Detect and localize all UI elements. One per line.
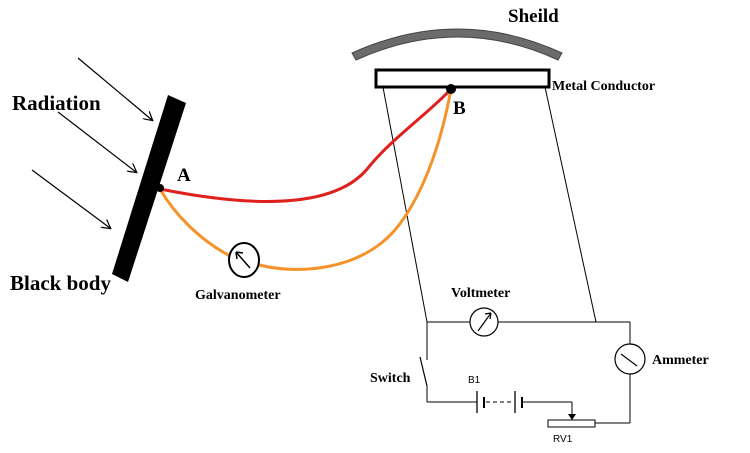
black-body-label: Black body bbox=[10, 271, 111, 295]
rheostat-wiper-head bbox=[568, 414, 576, 420]
galvanometer-needle-head bbox=[235, 251, 244, 260]
junction-a-dot bbox=[156, 184, 164, 192]
voltmeter bbox=[469, 307, 499, 337]
galvanometer-needle bbox=[235, 251, 251, 269]
ammeter-body bbox=[614, 343, 646, 375]
junction-b-dot bbox=[446, 84, 456, 94]
red-thermocouple-wire bbox=[159, 87, 453, 203]
galvanometer-label: Galvanometer bbox=[195, 288, 281, 303]
galvanometer-body bbox=[228, 242, 260, 278]
point-a-label: A bbox=[177, 165, 191, 186]
point-b-label: B bbox=[453, 98, 466, 119]
shield-label: Sheild bbox=[508, 6, 559, 27]
battery-b1 bbox=[476, 391, 523, 413]
voltmeter-needle bbox=[477, 312, 492, 332]
switch-label: Switch bbox=[370, 371, 411, 386]
right-hanging-wire bbox=[544, 86, 597, 323]
voltmeter-label: Voltmeter bbox=[451, 286, 510, 301]
ammeter-needle bbox=[620, 353, 638, 367]
rheostat-label: RV1 bbox=[553, 434, 573, 445]
radiation-arrow-3 bbox=[31, 169, 110, 228]
orange-wire-galvanometer-to-b bbox=[258, 88, 453, 271]
battery-label: B1 bbox=[468, 375, 481, 386]
galvanometer bbox=[228, 242, 260, 278]
measurement-circuit bbox=[426, 321, 631, 424]
metal-conductor-bar bbox=[374, 68, 551, 89]
switch-lever bbox=[419, 356, 428, 387]
voltmeter-needle-head bbox=[484, 312, 492, 320]
radiation-label: Radiation bbox=[12, 91, 101, 115]
ammeter bbox=[614, 343, 646, 375]
black-body-plate bbox=[112, 95, 186, 282]
radiation-arrow-1 bbox=[77, 57, 152, 120]
radiation-arrows bbox=[31, 57, 152, 228]
rheostat-rv1 bbox=[547, 403, 596, 428]
shield-arc bbox=[351, 28, 563, 61]
rheostat-body bbox=[547, 419, 596, 428]
left-hanging-wire bbox=[382, 86, 428, 323]
ammeter-label: Ammeter bbox=[652, 353, 709, 368]
orange-wire-a-to-galvanometer bbox=[158, 188, 231, 258]
metal-conductor-label: Metal Conductor bbox=[552, 79, 655, 94]
radiation-arrow-2 bbox=[57, 111, 136, 172]
